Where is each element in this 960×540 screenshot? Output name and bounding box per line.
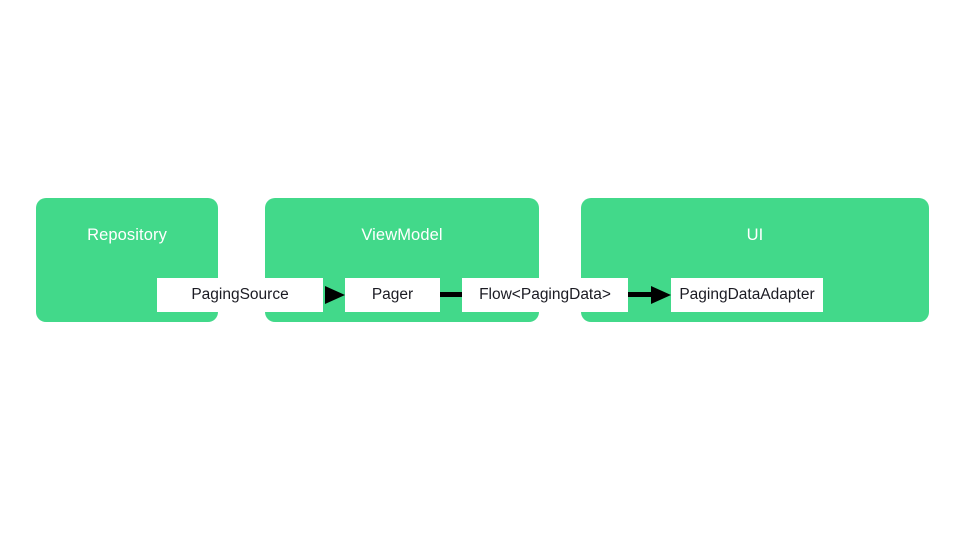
node-flow-pagingdata: Flow<PagingData> xyxy=(462,278,628,312)
node-pagingdataadapter: PagingDataAdapter xyxy=(671,278,823,312)
panel-ui-title: UI xyxy=(746,226,764,244)
node-pagingdataadapter-label: PagingDataAdapter xyxy=(679,286,815,303)
node-pager-label: Pager xyxy=(371,286,414,303)
node-pager: Pager xyxy=(345,278,440,312)
connector-pager-to-flow xyxy=(438,278,464,312)
node-pagingsource-label: PagingSource xyxy=(191,286,289,303)
connector-pagingsource-to-pager xyxy=(321,278,347,312)
line-icon xyxy=(440,292,462,297)
panel-repository-title: Repository xyxy=(87,226,167,244)
node-pagingsource: PagingSource xyxy=(157,278,323,312)
connector-flow-to-pagingdataadapter xyxy=(626,278,673,312)
panel-viewmodel-title: ViewModel xyxy=(361,226,443,244)
arrow-right-icon xyxy=(628,286,671,304)
node-flow-pagingdata-label: Flow<PagingData> xyxy=(479,286,611,303)
arrow-right-icon xyxy=(325,286,345,304)
panel-repository: Repository xyxy=(36,198,218,322)
